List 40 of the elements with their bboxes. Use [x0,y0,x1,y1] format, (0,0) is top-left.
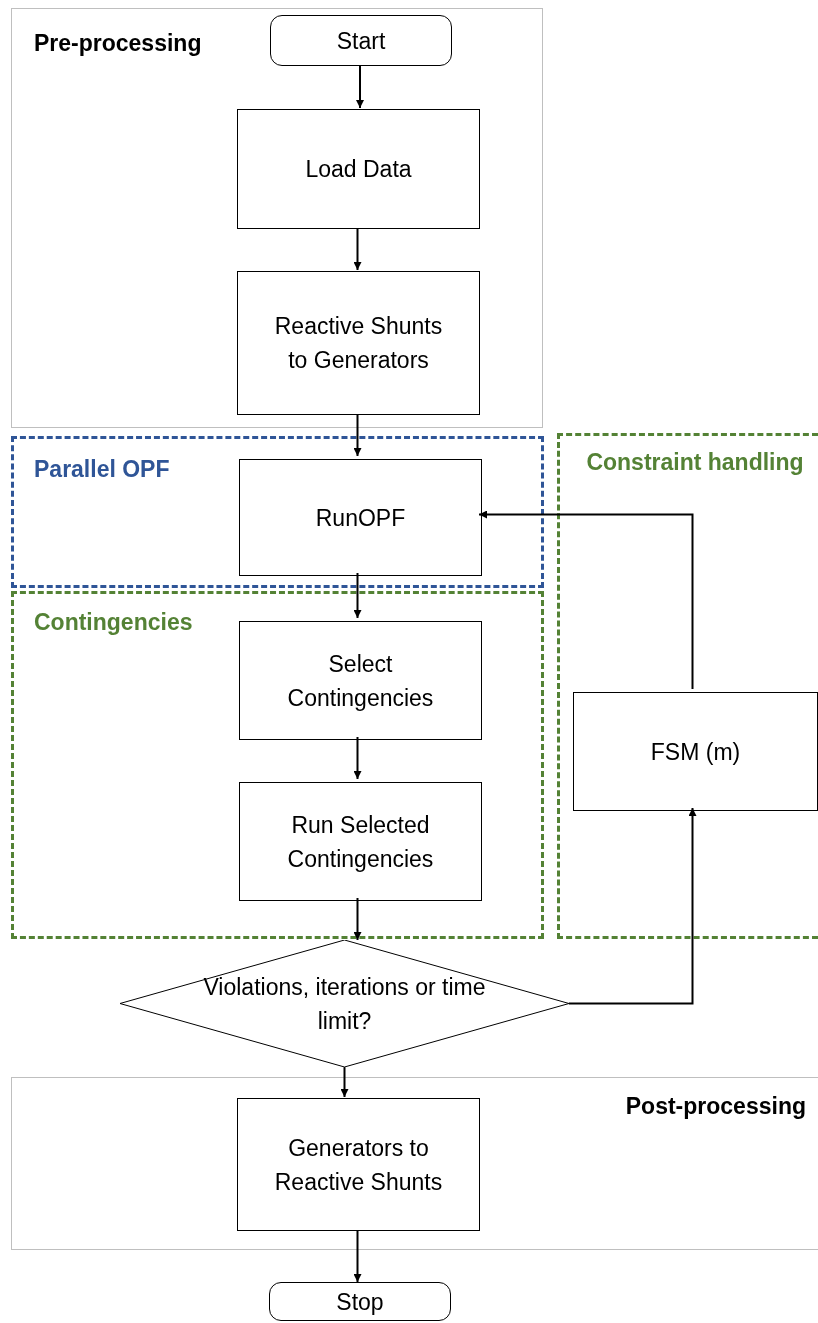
node-text: Load Data [305,155,412,184]
terminal-box [270,15,452,66]
process-box [237,1098,480,1231]
arrow [353,897,362,941]
node-text: FSM (m) [650,737,741,767]
node-text: Run Selected Contingencies [286,810,435,874]
node-text: Reactive Shunts to Generators [273,312,444,375]
process-box [239,782,482,901]
node-text: Start [336,26,386,56]
process-box [573,692,818,811]
group-title: Contingencies [34,608,193,637]
arrow [353,1229,362,1283]
process-box [239,621,482,740]
arrow [478,510,694,690]
decision-diamond [120,940,569,1067]
process-box [237,271,480,415]
node-text: Select Contingencies [286,649,435,713]
node-text: Stop [336,1287,384,1317]
group-title: Post-processing [625,1092,806,1121]
stage-panel [11,1077,818,1250]
node-text: Generators to Reactive Shunts [273,1133,444,1197]
group-title: Parallel OPF [34,455,170,484]
group-title: Pre-processing [34,29,202,58]
stage-panel [11,8,543,428]
node-text: RunOPF [315,503,406,533]
arrow [340,1066,349,1098]
stage-panel [557,433,818,939]
arrow [568,807,697,1005]
group-title: Constraint handling [585,448,805,477]
process-box [239,459,482,576]
arrow [353,572,362,619]
stage-panel [11,591,544,939]
terminal-box [269,1282,451,1321]
arrow [353,736,362,780]
decision-text: Violations, iterations or time limit? [202,972,487,1036]
stage-panel [11,436,544,588]
arrow [353,227,362,271]
arrow [356,64,364,109]
process-box [237,109,480,229]
arrow [353,413,362,457]
